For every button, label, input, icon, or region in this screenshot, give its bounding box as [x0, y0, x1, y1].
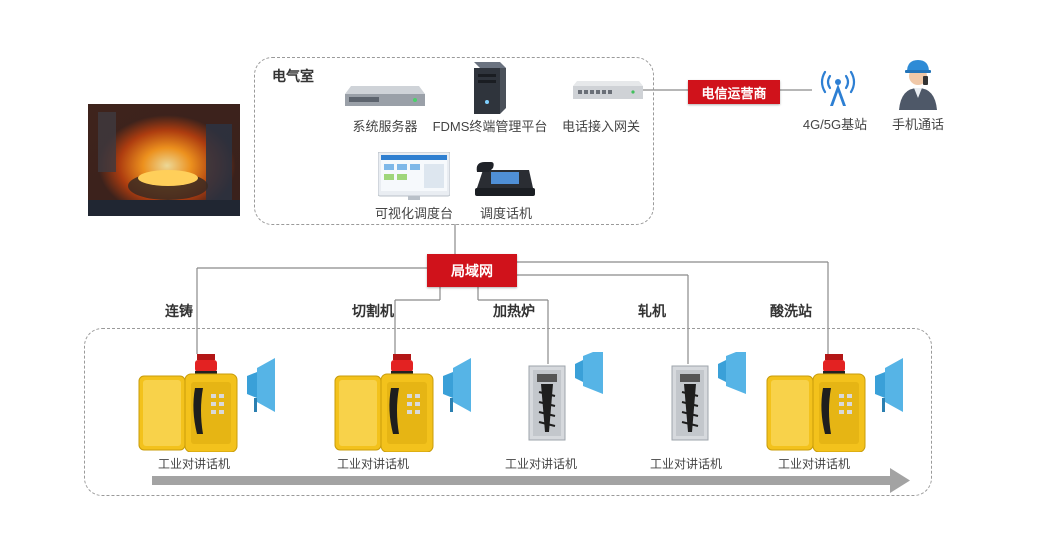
gateway-label: 电话接入网关 [561, 119, 640, 134]
industrial-phone-icon [333, 354, 473, 457]
column-phone-icon [670, 348, 750, 447]
carrier-box: 电信运营商 [688, 80, 780, 104]
gateway-icon [573, 81, 643, 106]
phone-label: 工业对讲话机 [337, 457, 410, 471]
steel-furnace-photo [88, 104, 240, 216]
station-label: 连铸 [165, 303, 193, 319]
station-label: 加热炉 [493, 303, 535, 319]
industrial-phone-icon [765, 354, 905, 457]
desk-phone-icon [473, 158, 537, 203]
dispatch-phone-label: 调度话机 [479, 206, 532, 221]
phone-label: 工业对讲话机 [158, 457, 231, 471]
station-label: 酸洗站 [770, 303, 812, 319]
station-label: 轧机 [638, 303, 666, 319]
electrical-room-group [254, 57, 654, 225]
phone-label: 工业对讲话机 [650, 457, 723, 471]
industrial-phone-icon [137, 354, 277, 457]
column-phone-icon [527, 348, 607, 447]
antenna-icon [818, 66, 858, 113]
station-label: 切割机 [352, 303, 394, 319]
monitor-icon [377, 151, 451, 205]
fdms-label: FDMS终端管理平台 [432, 119, 548, 134]
process-arrow [152, 476, 892, 485]
lan-box: 局域网 [427, 254, 517, 287]
base-station-label: 4G/5G基站 [802, 117, 868, 132]
worker-on-phone-icon [895, 54, 941, 115]
console-label: 可视化调度台 [374, 206, 453, 221]
production-line-group [84, 328, 932, 496]
server-label: 系统服务器 [352, 119, 418, 134]
server-icon [345, 84, 425, 115]
phone-label: 工业对讲话机 [778, 457, 851, 471]
fdms-server-icon [470, 62, 506, 119]
phone-label: 工业对讲话机 [505, 457, 578, 471]
mobile-label: 手机通话 [891, 117, 944, 132]
electrical-room-title: 电气室 [272, 68, 314, 84]
process-arrow-head [890, 468, 910, 493]
